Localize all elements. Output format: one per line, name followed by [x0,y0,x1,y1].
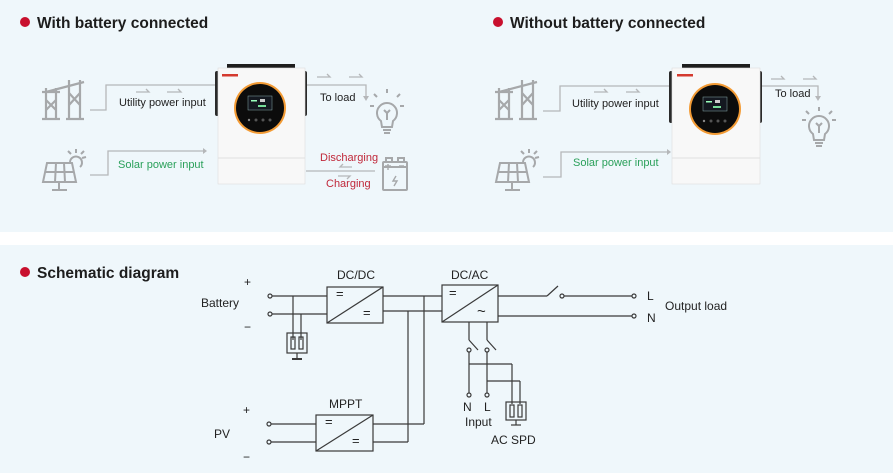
terminal-icon [484,347,490,353]
mppt-box [315,414,374,452]
utility-line [90,84,218,111]
load-line [306,84,367,97]
ac-symbol: ~ [477,303,486,320]
heading-schematic: Schematic diagram [20,265,179,283]
battery-label: Battery [201,296,240,310]
dcdc-label: DC/DC [337,268,375,282]
load-line [762,85,819,97]
schematic-panel [0,245,893,473]
bullet-dot-icon [20,267,30,277]
dcdc-box [326,286,384,324]
flow-arrow-icon [317,73,332,78]
battery-minus-label: − [244,320,252,334]
flow-arrow-icon [626,88,641,93]
arrowhead-icon [815,96,821,101]
solar-line [90,150,203,176]
dcac-box [441,284,499,323]
flow-arrow-icon [349,73,364,78]
with-battery-diagram [41,64,408,191]
terminal-icon [266,439,272,445]
without-battery-diagram [494,64,836,191]
output-n-label: N [647,311,656,325]
pv-minus-label: − [243,450,251,464]
power-tower-icon [495,80,538,121]
solar-panel-icon [494,149,540,191]
discharge-arrow-icon [338,163,352,168]
terminal-icon [484,392,490,398]
ac-spd-label: AC SPD [491,433,536,447]
terminal-icon [266,421,272,427]
terminal-icon [267,293,273,299]
dcac-label: DC/AC [451,268,489,282]
inverter-device [669,64,762,185]
heading-text: Schematic diagram [37,265,180,282]
solar-power-input-label: Solar power input [118,159,204,171]
heading-without-battery: Without battery connected [493,15,705,33]
terminal-icon [267,311,273,317]
to-load-label: To load [775,88,811,100]
pv-plus-label: + [243,403,251,417]
utility-line [543,85,671,112]
arrowhead-icon [667,149,671,155]
power-tower-icon [42,80,85,121]
terminal-icon [466,392,472,398]
input-l-label: L [484,400,491,414]
dc-symbol: = [336,286,344,301]
charging-label: Charging [326,178,371,190]
dc-symbol: = [352,433,360,448]
terminal-icon [631,313,637,319]
ac-spd-box [505,401,527,421]
battery-plus-label: + [244,275,252,289]
utility-power-input-label: Utility power input [572,98,659,110]
dc-symbol: = [363,305,371,320]
output-load-label: Output load [665,299,728,313]
input-n-label: N [463,400,472,414]
flow-arrow-icon [167,88,183,93]
arrowhead-icon [203,148,207,154]
output-l-label: L [647,289,654,303]
terminal-icon [631,293,637,299]
discharging-label: Discharging [320,152,379,164]
to-load-label: To load [320,92,356,104]
light-bulb-icon [802,107,836,147]
charge-arrow-icon [338,175,352,180]
heading-text: With battery connected [37,15,209,32]
flow-arrow-icon [594,88,609,93]
terminal-icon [559,293,565,299]
utility-power-input-label: Utility power input [119,97,206,109]
flow-arrow-icon [136,88,151,93]
dc-symbol: = [449,285,457,300]
dc-spd-box [286,332,308,354]
arrowhead-icon [363,96,369,101]
battery-icon [382,157,408,191]
input-label: Input [465,415,492,429]
terminal-icon [466,347,472,353]
solar-power-input-label: Solar power input [573,157,659,169]
heading-text: Without battery connected [510,15,706,32]
dc-symbol: = [325,414,333,429]
flow-arrow-icon [771,75,786,80]
pv-label: PV [214,427,231,441]
inverter-device [215,64,307,185]
solar-line [543,151,667,178]
solar-panel-icon [41,149,87,191]
bullet-dot-icon [20,17,30,27]
light-bulb-icon [370,89,404,134]
bullet-dot-icon [493,17,503,27]
flow-arrow-icon [803,75,818,80]
heading-with-battery: With battery connected [20,15,208,33]
mppt-label: MPPT [329,397,363,411]
